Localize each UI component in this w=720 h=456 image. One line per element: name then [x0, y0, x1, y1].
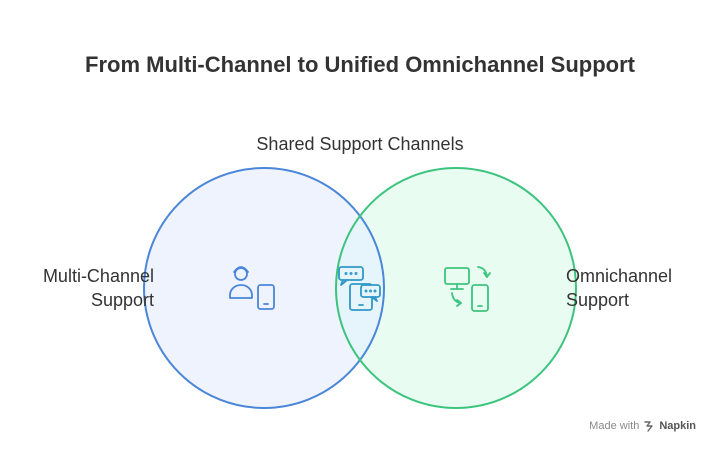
device-sync-icon — [444, 266, 491, 312]
watermark-brand: Napkin — [659, 420, 696, 432]
left-circle — [144, 168, 384, 408]
watermark[interactable]: Made with Napkin — [589, 420, 696, 432]
multi-channel-label: Multi-Channel Support — [43, 264, 154, 312]
shared-channels-label: Shared Support Channels — [256, 134, 464, 154]
multi-channel-label-line1: Multi-Channel — [42, 266, 154, 286]
omnichannel-label-line1: Omnichannel — [566, 266, 673, 286]
watermark-prefix: Made with — [589, 420, 640, 432]
omnichannel-label: Omnichannel Support — [566, 264, 672, 312]
napkin-logo-icon — [644, 421, 654, 432]
diagram-title: From Multi-Channel to Unified Omnichanne… — [85, 52, 635, 77]
right-circle — [336, 168, 576, 408]
chat-phone-icon — [338, 266, 381, 311]
omnichannel-label-line2: Support — [566, 290, 630, 310]
multi-channel-label-line2: Support — [90, 290, 154, 310]
left-circle-outline — [143, 167, 385, 409]
right-circle-outline — [335, 167, 577, 409]
agent-with-tablet-icon — [229, 266, 275, 310]
